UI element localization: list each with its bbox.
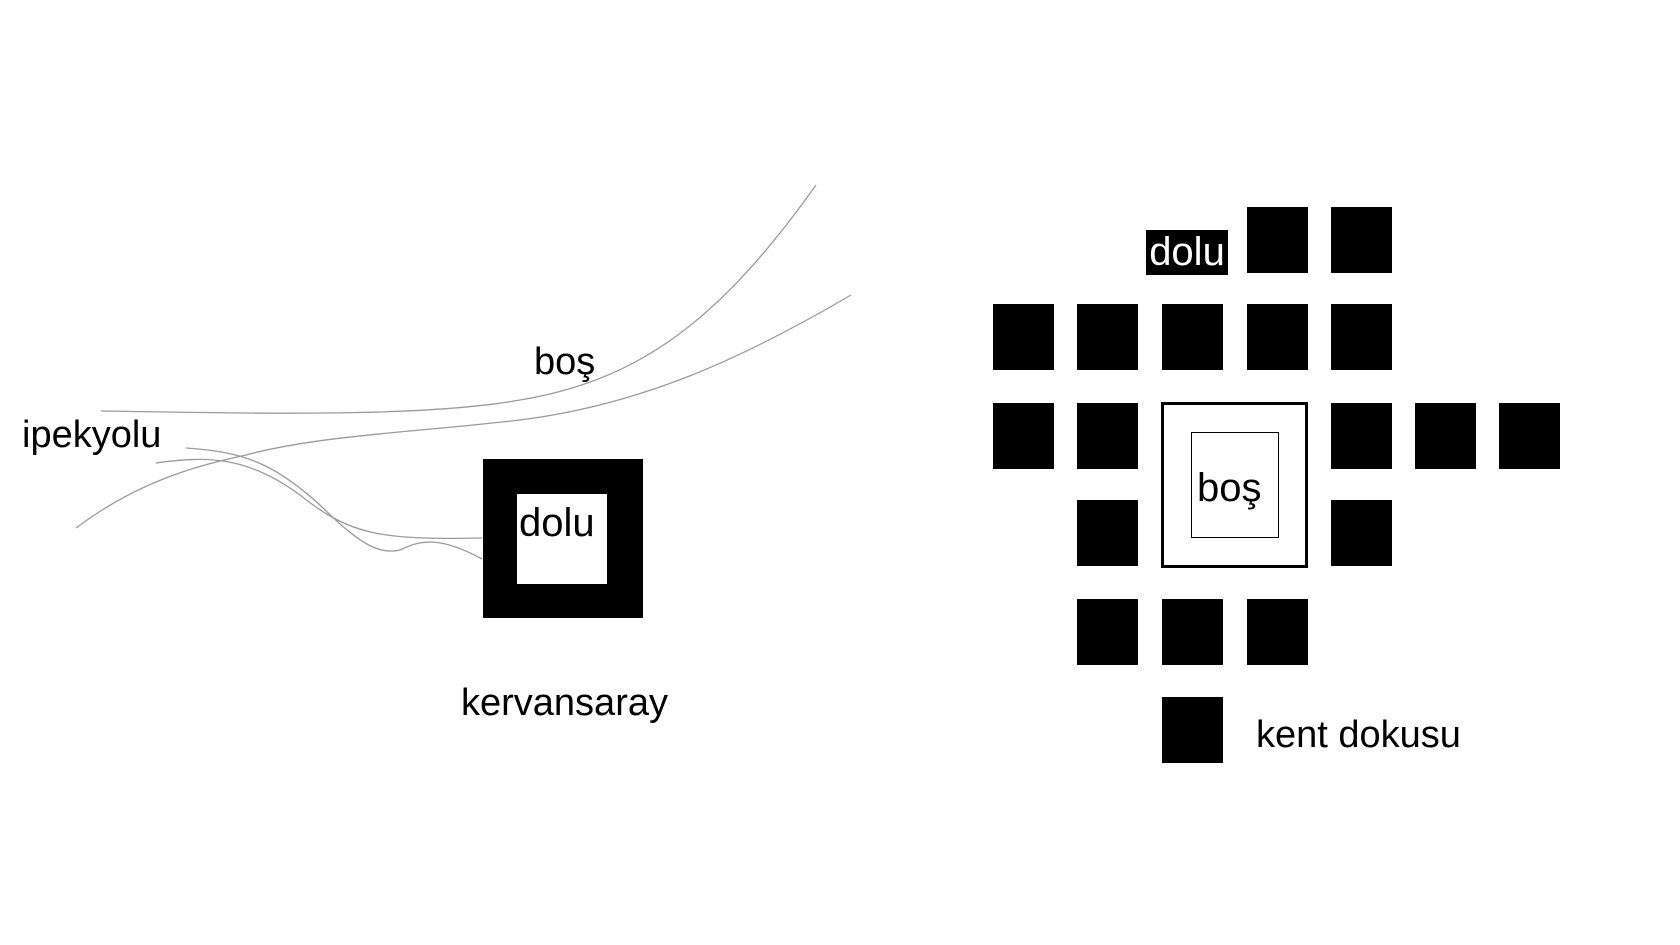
- fabric-block: [1415, 403, 1476, 469]
- road-branch-2: [155, 458, 483, 540]
- kervansaray-block: dolu: [483, 459, 643, 618]
- ipekyolu-label: ipekyolu: [22, 414, 162, 456]
- road-line-lower: [75, 294, 852, 529]
- fabric-block: [1247, 304, 1308, 370]
- fabric-block: [993, 304, 1054, 370]
- fabric-block: [1247, 599, 1308, 665]
- fabric-block: [1331, 403, 1392, 469]
- solid-label-right: dolu: [1146, 230, 1228, 275]
- fabric-block: [1331, 500, 1392, 566]
- fabric-block-legend: [1162, 697, 1223, 763]
- fabric-block: [1331, 304, 1392, 370]
- kervansaray-courtyard: dolu: [517, 494, 607, 584]
- void-label-right: boş: [1197, 466, 1262, 510]
- open-space-inner: boş: [1191, 432, 1279, 538]
- fabric-block: [1077, 304, 1138, 370]
- fabric-block: [1077, 403, 1138, 469]
- open-space-frame: boş: [1161, 402, 1308, 568]
- kervansaray-label: kervansaray: [461, 682, 668, 724]
- solid-label-left: dolu: [519, 501, 595, 545]
- kent-dokusu-label: kent dokusu: [1256, 714, 1461, 756]
- fabric-block: [1162, 599, 1223, 665]
- fabric-block: [1077, 599, 1138, 665]
- fabric-block: [1077, 500, 1138, 566]
- road-branch-1: [185, 447, 483, 560]
- fabric-block: [993, 403, 1054, 469]
- fabric-block: [1247, 207, 1308, 273]
- fabric-block: [1331, 207, 1392, 273]
- fabric-block: [1499, 403, 1560, 469]
- fabric-block: [1162, 304, 1223, 370]
- road-line-upper: [100, 184, 817, 414]
- void-label-left: boş: [534, 341, 596, 383]
